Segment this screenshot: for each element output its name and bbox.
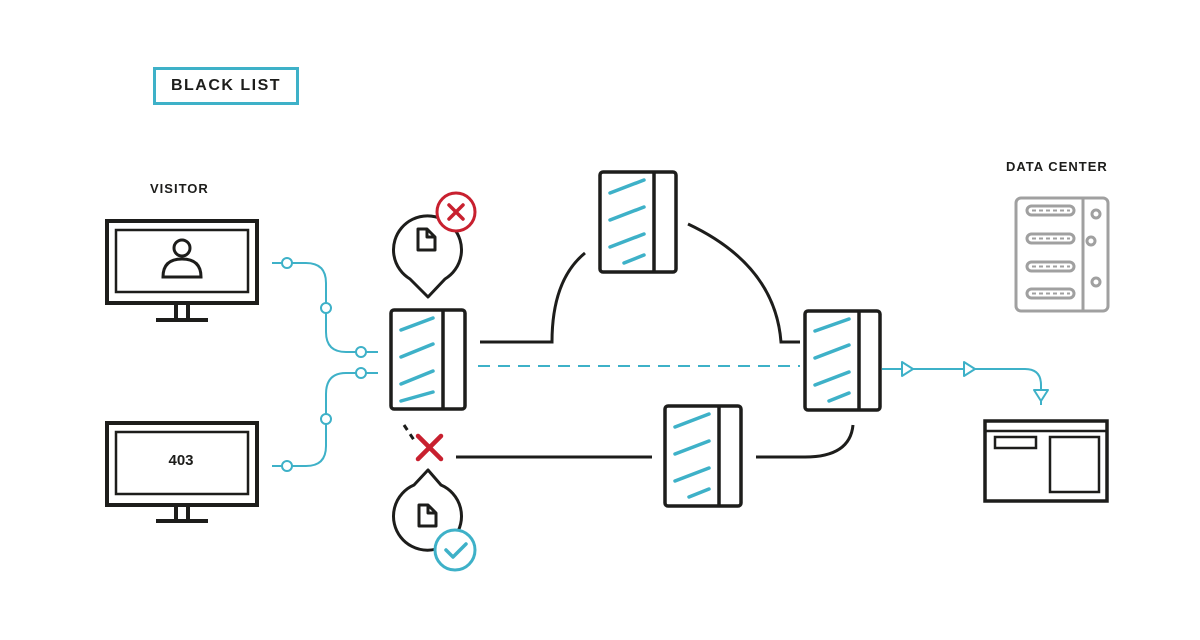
document-icon — [416, 227, 437, 252]
data-center-label: DATA CENTER — [1006, 159, 1108, 174]
path-to-top-server — [480, 251, 586, 344]
server-right — [803, 309, 882, 412]
browser-window-icon — [983, 419, 1109, 503]
server-top — [598, 170, 678, 274]
server-first — [389, 308, 467, 411]
server-bottom — [663, 404, 743, 508]
allow-pin — [392, 468, 477, 572]
visitor-connections — [272, 262, 378, 467]
path-top-to-right-server — [687, 222, 800, 344]
blocked-path-dashes — [402, 424, 416, 441]
document-icon — [417, 503, 438, 528]
user-icon — [161, 238, 203, 279]
deny-icon — [447, 203, 465, 221]
arrow-icon — [1033, 389, 1049, 402]
server-rack-icon — [1014, 196, 1110, 313]
outgoing-connection — [882, 361, 1049, 405]
blocked-monitor — [105, 421, 259, 523]
visitor-label: VISITOR — [150, 181, 209, 196]
error-code-text: 403 — [168, 451, 194, 469]
network-paths — [402, 222, 855, 459]
arrow-icon — [963, 361, 976, 377]
arrow-icon — [901, 361, 914, 377]
blocked-path-icon — [415, 433, 444, 462]
black-list-badge: BLACK LIST — [153, 67, 299, 105]
allow-icon — [444, 542, 468, 559]
path-bottom-to-right-server — [756, 424, 855, 459]
connection-nodes — [281, 257, 367, 472]
visitor-monitor — [105, 219, 259, 322]
deny-pin — [392, 191, 477, 299]
